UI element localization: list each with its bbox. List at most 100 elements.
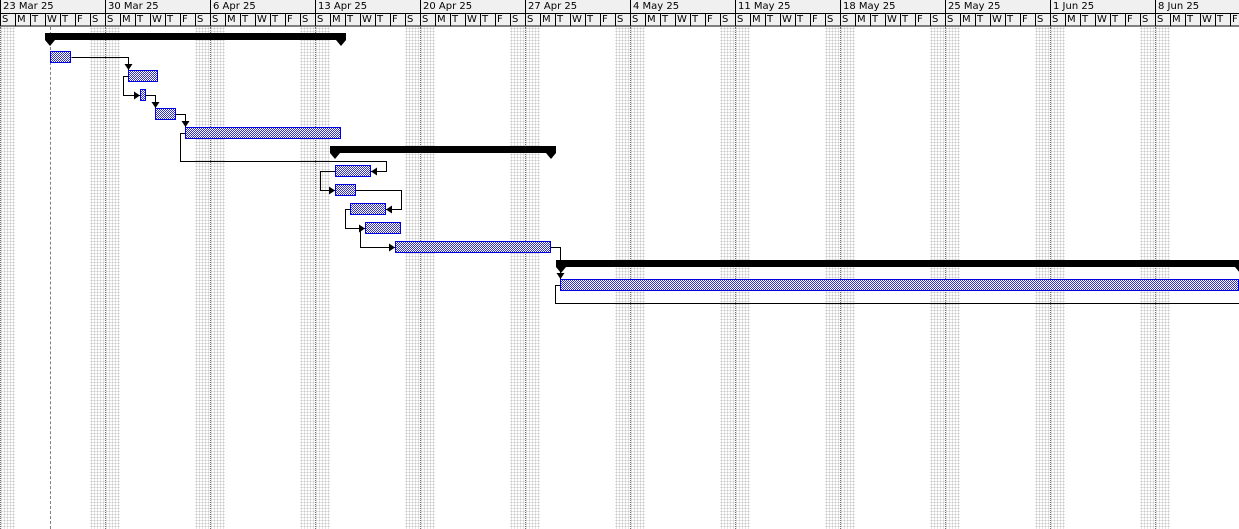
day-label: S [615, 14, 630, 26]
week-label: 27 Apr 25 [525, 0, 630, 13]
weekend-shading [825, 27, 840, 529]
day-label: F [1230, 14, 1239, 26]
day-label: M [750, 14, 765, 26]
day-label: S [315, 14, 330, 26]
day-label: T [135, 14, 150, 26]
day-label: S [300, 14, 315, 26]
day-label: S [1155, 14, 1170, 26]
week-gridline [1155, 27, 1156, 529]
day-label: T [450, 14, 465, 26]
day-label: W [885, 14, 900, 26]
day-label: T [1110, 14, 1125, 26]
day-label: M [540, 14, 555, 26]
week-label: 20 Apr 25 [420, 0, 525, 13]
day-label: S [0, 14, 15, 26]
weekend-shading [195, 27, 210, 529]
summary-end-marker [1235, 267, 1239, 273]
weekend-shading [210, 27, 225, 529]
day-label: M [645, 14, 660, 26]
day-label: S [105, 14, 120, 26]
day-label: T [240, 14, 255, 26]
summary-start-marker [330, 153, 340, 159]
day-label: T [975, 14, 990, 26]
week-label: 1 Jun 25 [1050, 0, 1155, 13]
task-bar[interactable] [140, 89, 146, 101]
week-gridline [0, 27, 1, 529]
day-label: W [360, 14, 375, 26]
day-label: F [75, 14, 90, 26]
week-label: 4 May 25 [630, 0, 735, 13]
day-label: T [1185, 14, 1200, 26]
summary-bar[interactable] [556, 260, 1239, 273]
day-label: F [1125, 14, 1140, 26]
weekend-shading [90, 27, 105, 529]
task-bar[interactable] [365, 222, 401, 234]
day-label: M [1170, 14, 1185, 26]
summary-start-marker [556, 267, 566, 273]
week-gridline [1050, 27, 1051, 529]
day-label: F [180, 14, 195, 26]
day-label: F [495, 14, 510, 26]
weekend-shading [510, 27, 525, 529]
day-label: S [1035, 14, 1050, 26]
task-bar[interactable] [128, 70, 158, 82]
day-label: T [690, 14, 705, 26]
summary-end-marker [546, 153, 556, 159]
day-label: T [165, 14, 180, 26]
day-label: S [840, 14, 855, 26]
weekend-shading [315, 27, 330, 529]
day-label: T [480, 14, 495, 26]
day-label: S [510, 14, 525, 26]
day-label: T [60, 14, 75, 26]
week-gridline [105, 27, 106, 529]
day-label: M [1065, 14, 1080, 26]
day-label: T [660, 14, 675, 26]
task-bar[interactable] [185, 127, 341, 139]
weekend-shading [1050, 27, 1065, 529]
day-label: T [870, 14, 885, 26]
day-label: F [705, 14, 720, 26]
day-label: T [375, 14, 390, 26]
day-label: S [735, 14, 750, 26]
weekend-shading [0, 27, 15, 529]
day-label: W [150, 14, 165, 26]
week-label: 23 Mar 25 [0, 0, 105, 13]
day-label: F [285, 14, 300, 26]
task-bar[interactable] [395, 241, 551, 253]
week-label: 25 May 25 [945, 0, 1050, 13]
weekend-shading [405, 27, 420, 529]
task-bar[interactable] [335, 184, 356, 196]
day-label: W [675, 14, 690, 26]
weekend-shading [840, 27, 855, 529]
day-label: M [330, 14, 345, 26]
day-label: S [525, 14, 540, 26]
week-gridline [315, 27, 316, 529]
task-bar[interactable] [350, 203, 386, 215]
weekend-shading [105, 27, 120, 529]
day-label: S [420, 14, 435, 26]
task-bar[interactable] [560, 279, 1239, 291]
day-label: F [915, 14, 930, 26]
day-label: S [945, 14, 960, 26]
day-label: W [45, 14, 60, 26]
day-label: S [630, 14, 645, 26]
day-label: T [555, 14, 570, 26]
task-bar[interactable] [155, 108, 176, 120]
summary-bar[interactable] [330, 146, 556, 159]
day-label: M [435, 14, 450, 26]
week-gridline [525, 27, 526, 529]
task-bar[interactable] [335, 165, 371, 177]
day-label: S [930, 14, 945, 26]
weekend-shading [1140, 27, 1155, 529]
weekend-shading [1035, 27, 1050, 529]
weekend-shading [300, 27, 315, 529]
day-label: W [570, 14, 585, 26]
day-label: T [345, 14, 360, 26]
day-label: T [795, 14, 810, 26]
day-label: T [1215, 14, 1230, 26]
task-bar[interactable] [50, 51, 71, 63]
summary-bar[interactable] [45, 33, 346, 46]
